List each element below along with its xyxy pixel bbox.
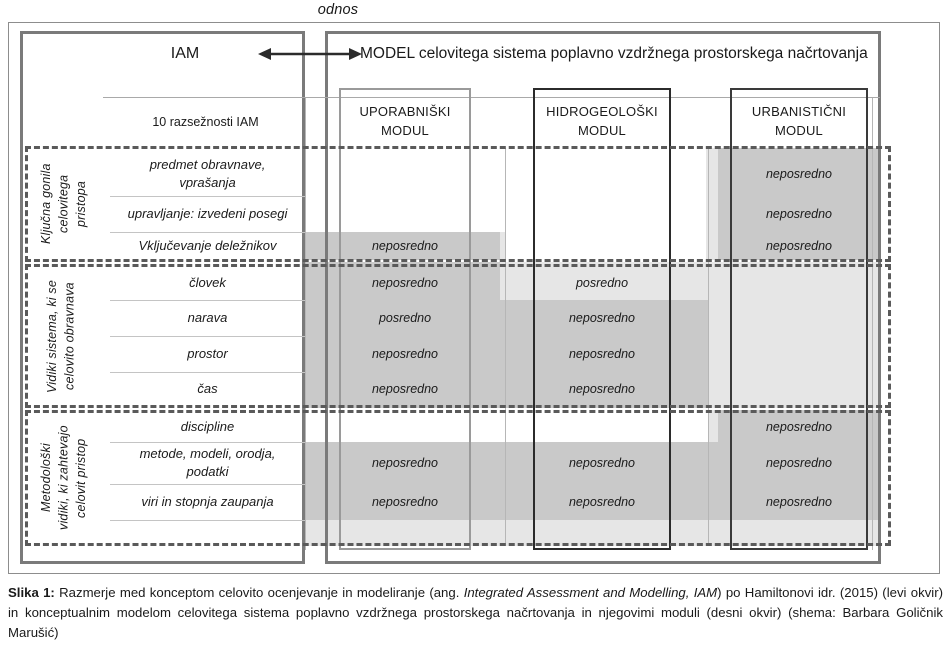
- row-label-predmet-obravnave: predmet obravnave, vprašanja: [149, 157, 266, 190]
- row-label-vkljucevanje: Vključevanje deležnikov: [138, 238, 277, 254]
- cell-g1r1-c3: neposredno: [765, 167, 833, 181]
- table-vline-right: [872, 98, 873, 550]
- group-box-kljucna-gonila: [25, 146, 891, 262]
- cell-g2r3-c1: neposredno: [371, 347, 439, 361]
- cell-g1r3-c2: [533, 232, 671, 260]
- row-label-prostor: prostor: [187, 346, 228, 362]
- caption-text-2: ) po Hamiltonovi idr. (2015) (levi okvir…: [8, 585, 944, 641]
- iam-frame: [20, 31, 305, 564]
- figure-border: [8, 22, 940, 574]
- cell-g3r1-c2: [533, 412, 671, 442]
- group-label-metodoloski-vidiki: Metodološki vidiki, ki zahtevajo celovit…: [39, 425, 88, 531]
- row-divider: [110, 196, 305, 197]
- header-divider: [103, 97, 880, 98]
- cell-g1r2-c2: [533, 196, 671, 232]
- shade-col1-group2-dark: [305, 300, 505, 408]
- shade-col3-group2-light: [708, 262, 881, 408]
- cell-g2r4-c3: [730, 372, 868, 406]
- cell-g1r2-c3: neposredno: [765, 207, 833, 221]
- cell-g2r1-c2: posredno: [575, 276, 629, 290]
- cell-g2r4-c2: neposredno: [568, 382, 636, 396]
- module-box-hidrogeoloski: [533, 88, 671, 550]
- table-vline-mid1: [505, 148, 506, 546]
- row-divider: [110, 484, 305, 485]
- cell-g2r2-c3: [730, 300, 868, 336]
- module-label-line2: MODUL: [578, 123, 626, 138]
- row-header-label: 10 razsežnosti IAM: [152, 115, 259, 129]
- bidirectional-arrow-icon: [258, 46, 362, 62]
- model-title: MODEL celovitega sistema poplavno vzdržn…: [360, 45, 868, 62]
- row-divider: [110, 442, 305, 443]
- row-label-metode-modeli: metode, modeli, orodja, podatki: [139, 446, 276, 479]
- module-box-urbanisticni: [730, 88, 868, 550]
- module-label-uporabniski: UPORABNIŠKI MODUL: [339, 100, 471, 144]
- diagram-figure: odnos IAM MODEL celovitega sistema popla…: [8, 2, 940, 574]
- caption-text-1: Razmerje med konceptom celovito ocenjeva…: [54, 585, 464, 600]
- shade-col1-row3-dark: [305, 232, 500, 260]
- cell-g3r3-c2: neposredno: [568, 495, 636, 509]
- row-label-upravljanje: upravljanje: izvedeni posegi: [127, 206, 288, 222]
- cell-g3r1-c1: [339, 412, 471, 442]
- group-label-vidiki-sistema: Vidiki sistema, ki se celovito obravnava: [45, 279, 77, 393]
- row-label-viri-zaupanje: viri in stopnja zaupanja: [141, 494, 274, 510]
- cell-g1r3-c3: neposredno: [765, 239, 833, 253]
- figure-caption: Slika 1: Razmerje med konceptom celovito…: [8, 583, 943, 643]
- caption-italic-1: Integrated Assessment and Modelling, IAM: [463, 585, 718, 600]
- group-box-metodoloski-vidiki: [25, 410, 891, 546]
- row-divider: [110, 300, 305, 301]
- row-label-discipline: discipline: [180, 419, 235, 435]
- row-divider: [110, 336, 305, 337]
- group-box-vidiki-sistema: [25, 264, 891, 408]
- module-label-line2: MODUL: [775, 123, 823, 138]
- row-divider: [110, 232, 305, 233]
- cell-g2r4-c1: neposredno: [371, 382, 439, 396]
- shade-col1-group2-upper: [305, 262, 500, 302]
- module-label-urbanisticni: URBANISTIČNI MODUL: [730, 100, 868, 144]
- shade-col3-group1-dark: [718, 148, 881, 260]
- shade-allcols-group3: [305, 442, 881, 520]
- row-divider: [110, 372, 305, 373]
- cell-g3r3-c3: neposredno: [765, 495, 833, 509]
- cell-g2r3-c2: neposredno: [568, 347, 636, 361]
- model-frame: [325, 31, 881, 564]
- shade-col2-group2: [505, 300, 708, 408]
- row-label-narava: narava: [187, 310, 228, 326]
- shade-col3-group3-top-dark: [718, 410, 881, 442]
- cell-g2r3-c3: [730, 336, 868, 372]
- cell-g1r1-c2: [533, 152, 671, 196]
- cell-g3r2-c2: neposredno: [568, 456, 636, 470]
- iam-title: IAM: [170, 45, 200, 62]
- module-label-line2: MODUL: [381, 123, 429, 138]
- cell-g3r2-c1: neposredno: [371, 456, 439, 470]
- module-label-line1: HIDROGEOLOŠKI: [546, 104, 658, 120]
- cell-g2r2-c2: neposredno: [568, 311, 636, 325]
- row-label-clovek: človek: [189, 275, 226, 291]
- module-box-uporabniski: [339, 88, 471, 550]
- cell-g2r2-c1: posredno: [378, 311, 432, 325]
- cell-g3r1-c3: neposredno: [765, 420, 833, 434]
- module-label-hidrogeoloski: HIDROGEOLOŠKI MODUL: [533, 100, 671, 144]
- cell-g1r3-c1: neposredno: [371, 239, 439, 253]
- cell-g3r3-c1: neposredno: [371, 495, 439, 509]
- caption-prefix: Slika 1:: [8, 585, 55, 600]
- relation-label: odnos: [317, 2, 359, 18]
- shade-group3-footer: [305, 520, 881, 546]
- row-divider: [110, 520, 305, 521]
- module-label-line1: UPORABNIŠKI: [359, 104, 451, 120]
- cell-g2r1-c1: neposredno: [371, 276, 439, 290]
- table-vline-left: [305, 98, 306, 550]
- cell-g1r1-c1: [339, 152, 471, 196]
- table-vline-mid2: [708, 148, 709, 546]
- row-label-cas: čas: [197, 381, 218, 397]
- module-label-line1: URBANISTIČNI: [751, 104, 847, 120]
- group-label-kljucna-gonila: Ključna gonila celovitega pristopa: [39, 163, 88, 245]
- cell-g1r2-c1: [339, 196, 471, 232]
- cell-g2r1-c3: [730, 266, 868, 300]
- cell-g3r2-c3: neposredno: [765, 456, 833, 470]
